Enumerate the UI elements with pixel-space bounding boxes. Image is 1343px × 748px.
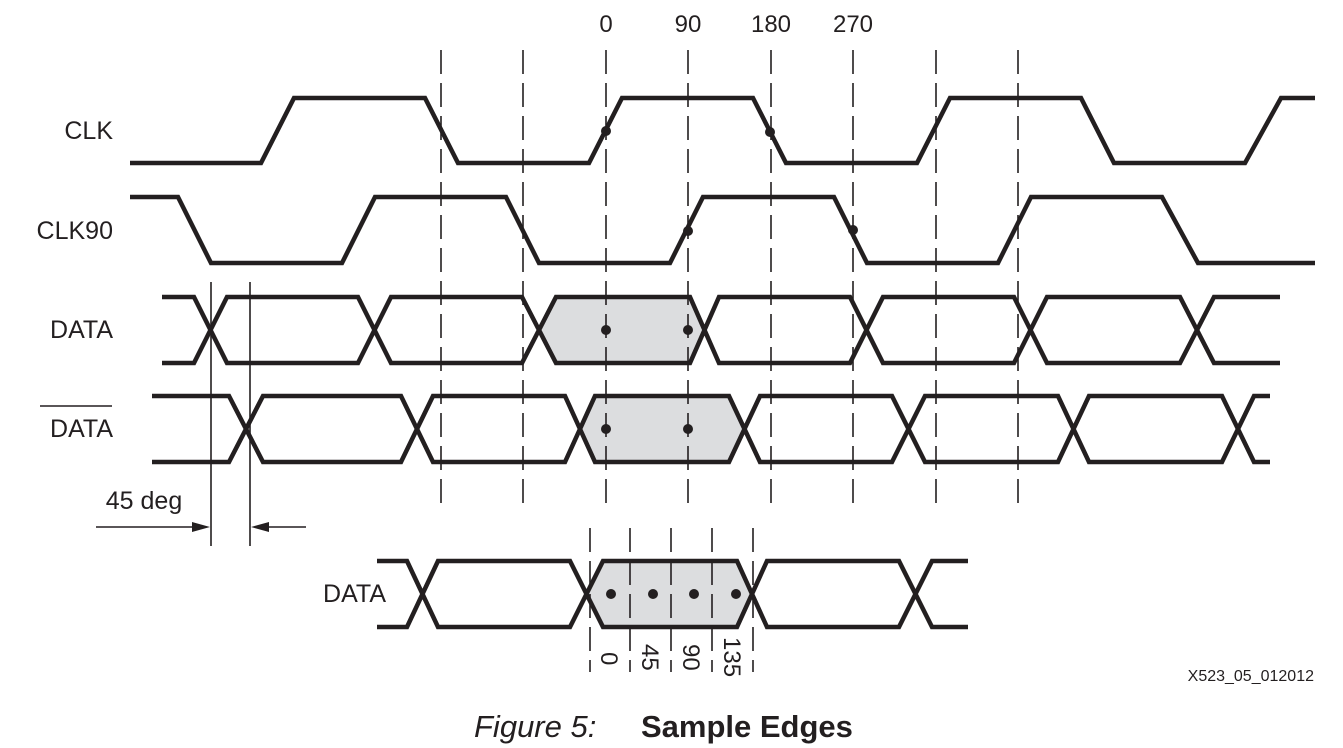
data-n-label: DATA bbox=[50, 415, 113, 443]
caption-title: Sample Edges bbox=[641, 709, 853, 744]
sample-label-0: 0 bbox=[595, 652, 622, 665]
sample-label-45: 45 bbox=[636, 644, 663, 671]
sample-dots bbox=[601, 126, 858, 434]
data-zoom-label: DATA bbox=[323, 580, 386, 608]
data-zoom-eye-highlight bbox=[586, 561, 752, 627]
data-zoom-waveform-bottom bbox=[377, 558, 968, 630]
skew-label: 45 deg bbox=[106, 487, 182, 515]
clk90-label: CLK90 bbox=[37, 217, 113, 245]
data-label: DATA bbox=[50, 316, 113, 344]
sample-label-90: 90 bbox=[677, 644, 704, 671]
skew-arrow-left-head bbox=[192, 522, 210, 532]
phase-label-270: 270 bbox=[833, 11, 873, 38]
phase-label-0: 0 bbox=[599, 11, 612, 38]
clk-waveform bbox=[130, 95, 1315, 166]
phase-label-90: 90 bbox=[675, 11, 702, 38]
sample-label-135: 135 bbox=[718, 637, 745, 677]
clk-label: CLK bbox=[64, 117, 113, 145]
skew-arrow-right-head bbox=[251, 522, 269, 532]
figure-id: X523_05_012012 bbox=[1188, 668, 1314, 685]
data-n-waveform-bottom bbox=[152, 393, 1270, 465]
data-eye-highlight bbox=[540, 297, 703, 363]
data-waveform-bottom bbox=[162, 294, 1280, 366]
phase-label-180: 180 bbox=[751, 11, 791, 38]
clk90-waveform bbox=[130, 194, 1315, 266]
caption-number: Figure 5: bbox=[474, 709, 596, 744]
data-waveform-top bbox=[162, 294, 1280, 366]
zoom-sample-dots bbox=[606, 589, 741, 599]
data-n-eye-highlight bbox=[580, 396, 744, 462]
